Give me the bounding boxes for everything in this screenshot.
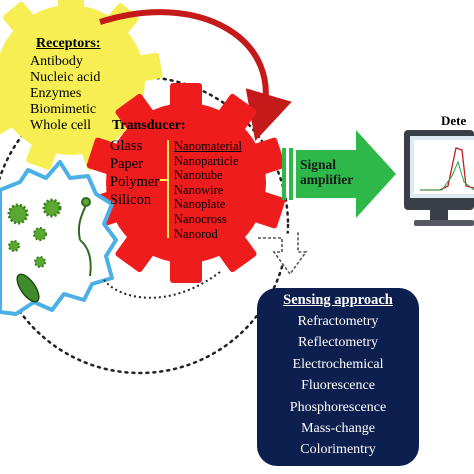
receptors-list: Antibody Nucleic acid Enzymes Biomimetic… (30, 54, 100, 134)
receptor-item: Biomimetic (30, 102, 97, 117)
sensing-item: Phosphorescence (289, 399, 387, 415)
nanomaterial-item: Nanomaterial (174, 139, 243, 153)
sensing-item: Electrochemical (292, 356, 384, 372)
detector-label: Dete (441, 113, 467, 128)
substrate-item: Glass (110, 138, 143, 154)
transducer-title: Transducer: (112, 118, 186, 133)
dashed-connector-arrow (258, 232, 308, 276)
nanomaterial-item: Nanorod (174, 226, 218, 241)
bracket-separator (160, 140, 169, 238)
bacterium-icon (16, 273, 40, 303)
nanomaterial-item: Nanocross (174, 211, 227, 226)
detector-monitor (404, 130, 474, 226)
receptor-item: Antibody (30, 54, 83, 69)
sensing-item: Reflectometry (297, 335, 379, 351)
signal-amplifier-label: Signal amplifier (300, 157, 353, 187)
virus-icon (7, 203, 29, 225)
substrate-item: Paper (110, 156, 144, 172)
receptors-title: Receptors: (36, 36, 101, 51)
nanomaterial-item: Nanoparticle (174, 153, 239, 168)
substrate-item: Silicon (110, 192, 152, 208)
nanomaterial-list: Nanomaterial Nanoparticle Nanotube Nanow… (174, 139, 242, 241)
signal-amplifier-arrow (282, 130, 396, 218)
sensing-title: Sensing approach (283, 292, 393, 308)
virus-icon (33, 227, 47, 241)
receptor-item: Enzymes (30, 86, 82, 101)
nanomaterial-item: Nanoplate (174, 197, 226, 212)
receptor-gear (0, 0, 163, 171)
sensing-item: Refractometry (297, 314, 379, 329)
virus-icon (34, 256, 46, 268)
amplifier-line: Signal (300, 157, 337, 172)
sample-region (0, 160, 118, 316)
dotted-return-arrow (103, 271, 221, 299)
virus-icon (8, 240, 20, 252)
sensing-item: Mass-change (301, 421, 375, 437)
cell-icon (77, 197, 92, 277)
receptor-item: Nucleic acid (30, 70, 101, 85)
curved-arrow-red (99, 9, 292, 142)
nanomaterial-item: Nanowire (174, 182, 224, 197)
nanomaterial-item: Nanotube (174, 168, 223, 183)
sensing-item: Fluorescence (301, 378, 375, 394)
outer-dotted-circle (0, 75, 290, 375)
sensing-list: Refractometry Reflectometry Electrochemi… (257, 311, 419, 461)
substrate-list: Glass Paper Polymer Silicon (110, 137, 159, 209)
sensing-approach-box: Sensing approach Refractometry Reflectom… (257, 288, 419, 466)
virus-icon (42, 198, 62, 218)
receptor-item: Whole cell (30, 118, 92, 133)
sensing-item: Colorimentry (300, 442, 376, 458)
amplifier-line: amplifier (300, 172, 354, 187)
substrate-item: Polymer (110, 174, 160, 190)
